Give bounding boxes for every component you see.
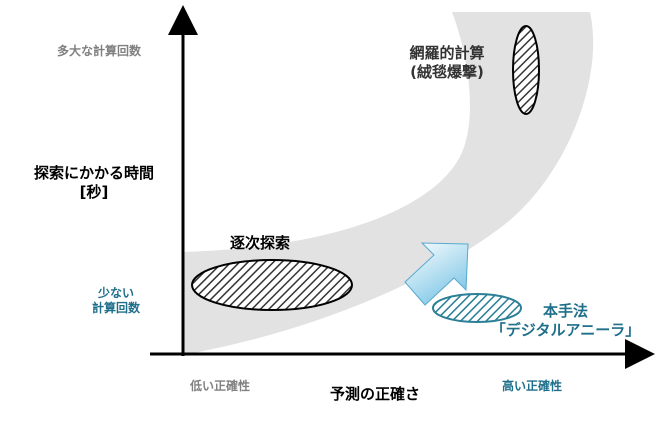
- proposed-method-label-line1: 本手法: [542, 302, 588, 320]
- down-right-arrow-icon: [404, 242, 469, 306]
- exhaustive-label-line2: (絨毯爆撃): [410, 62, 484, 81]
- y-top-label: 多大な計算回数: [57, 44, 142, 58]
- y-axis-title-line2: [秒]: [79, 182, 109, 201]
- exhaustive-region: [512, 25, 540, 115]
- proposed-method-label-line2: 「デジタルアニーラ」: [490, 320, 641, 339]
- y-low-label-line2: 計算回数: [91, 301, 140, 315]
- y-low-label-line1: 少ない: [97, 286, 134, 300]
- y-axis-title: 探索にかかる時間 [秒]: [14, 164, 174, 202]
- y-axis-title-line1: 探索にかかる時間: [33, 164, 154, 182]
- sequential-search-label: 逐次探索: [230, 234, 291, 252]
- x-left-label: 低い正確性: [190, 379, 251, 393]
- proposed-method-label: 本手法 「デジタルアニーラ」: [478, 302, 653, 340]
- x-axis-title: 予測の正確さ: [330, 385, 421, 403]
- y-low-label: 少ない 計算回数: [66, 286, 166, 316]
- sequential-search-region: [191, 259, 353, 311]
- exhaustive-label-line1: 網羅的計算: [409, 44, 485, 62]
- proposed-method-region: [432, 293, 522, 323]
- exhaustive-label: 網羅的計算 (絨毯爆撃): [382, 44, 512, 82]
- x-right-label: 高い正確性: [502, 379, 563, 393]
